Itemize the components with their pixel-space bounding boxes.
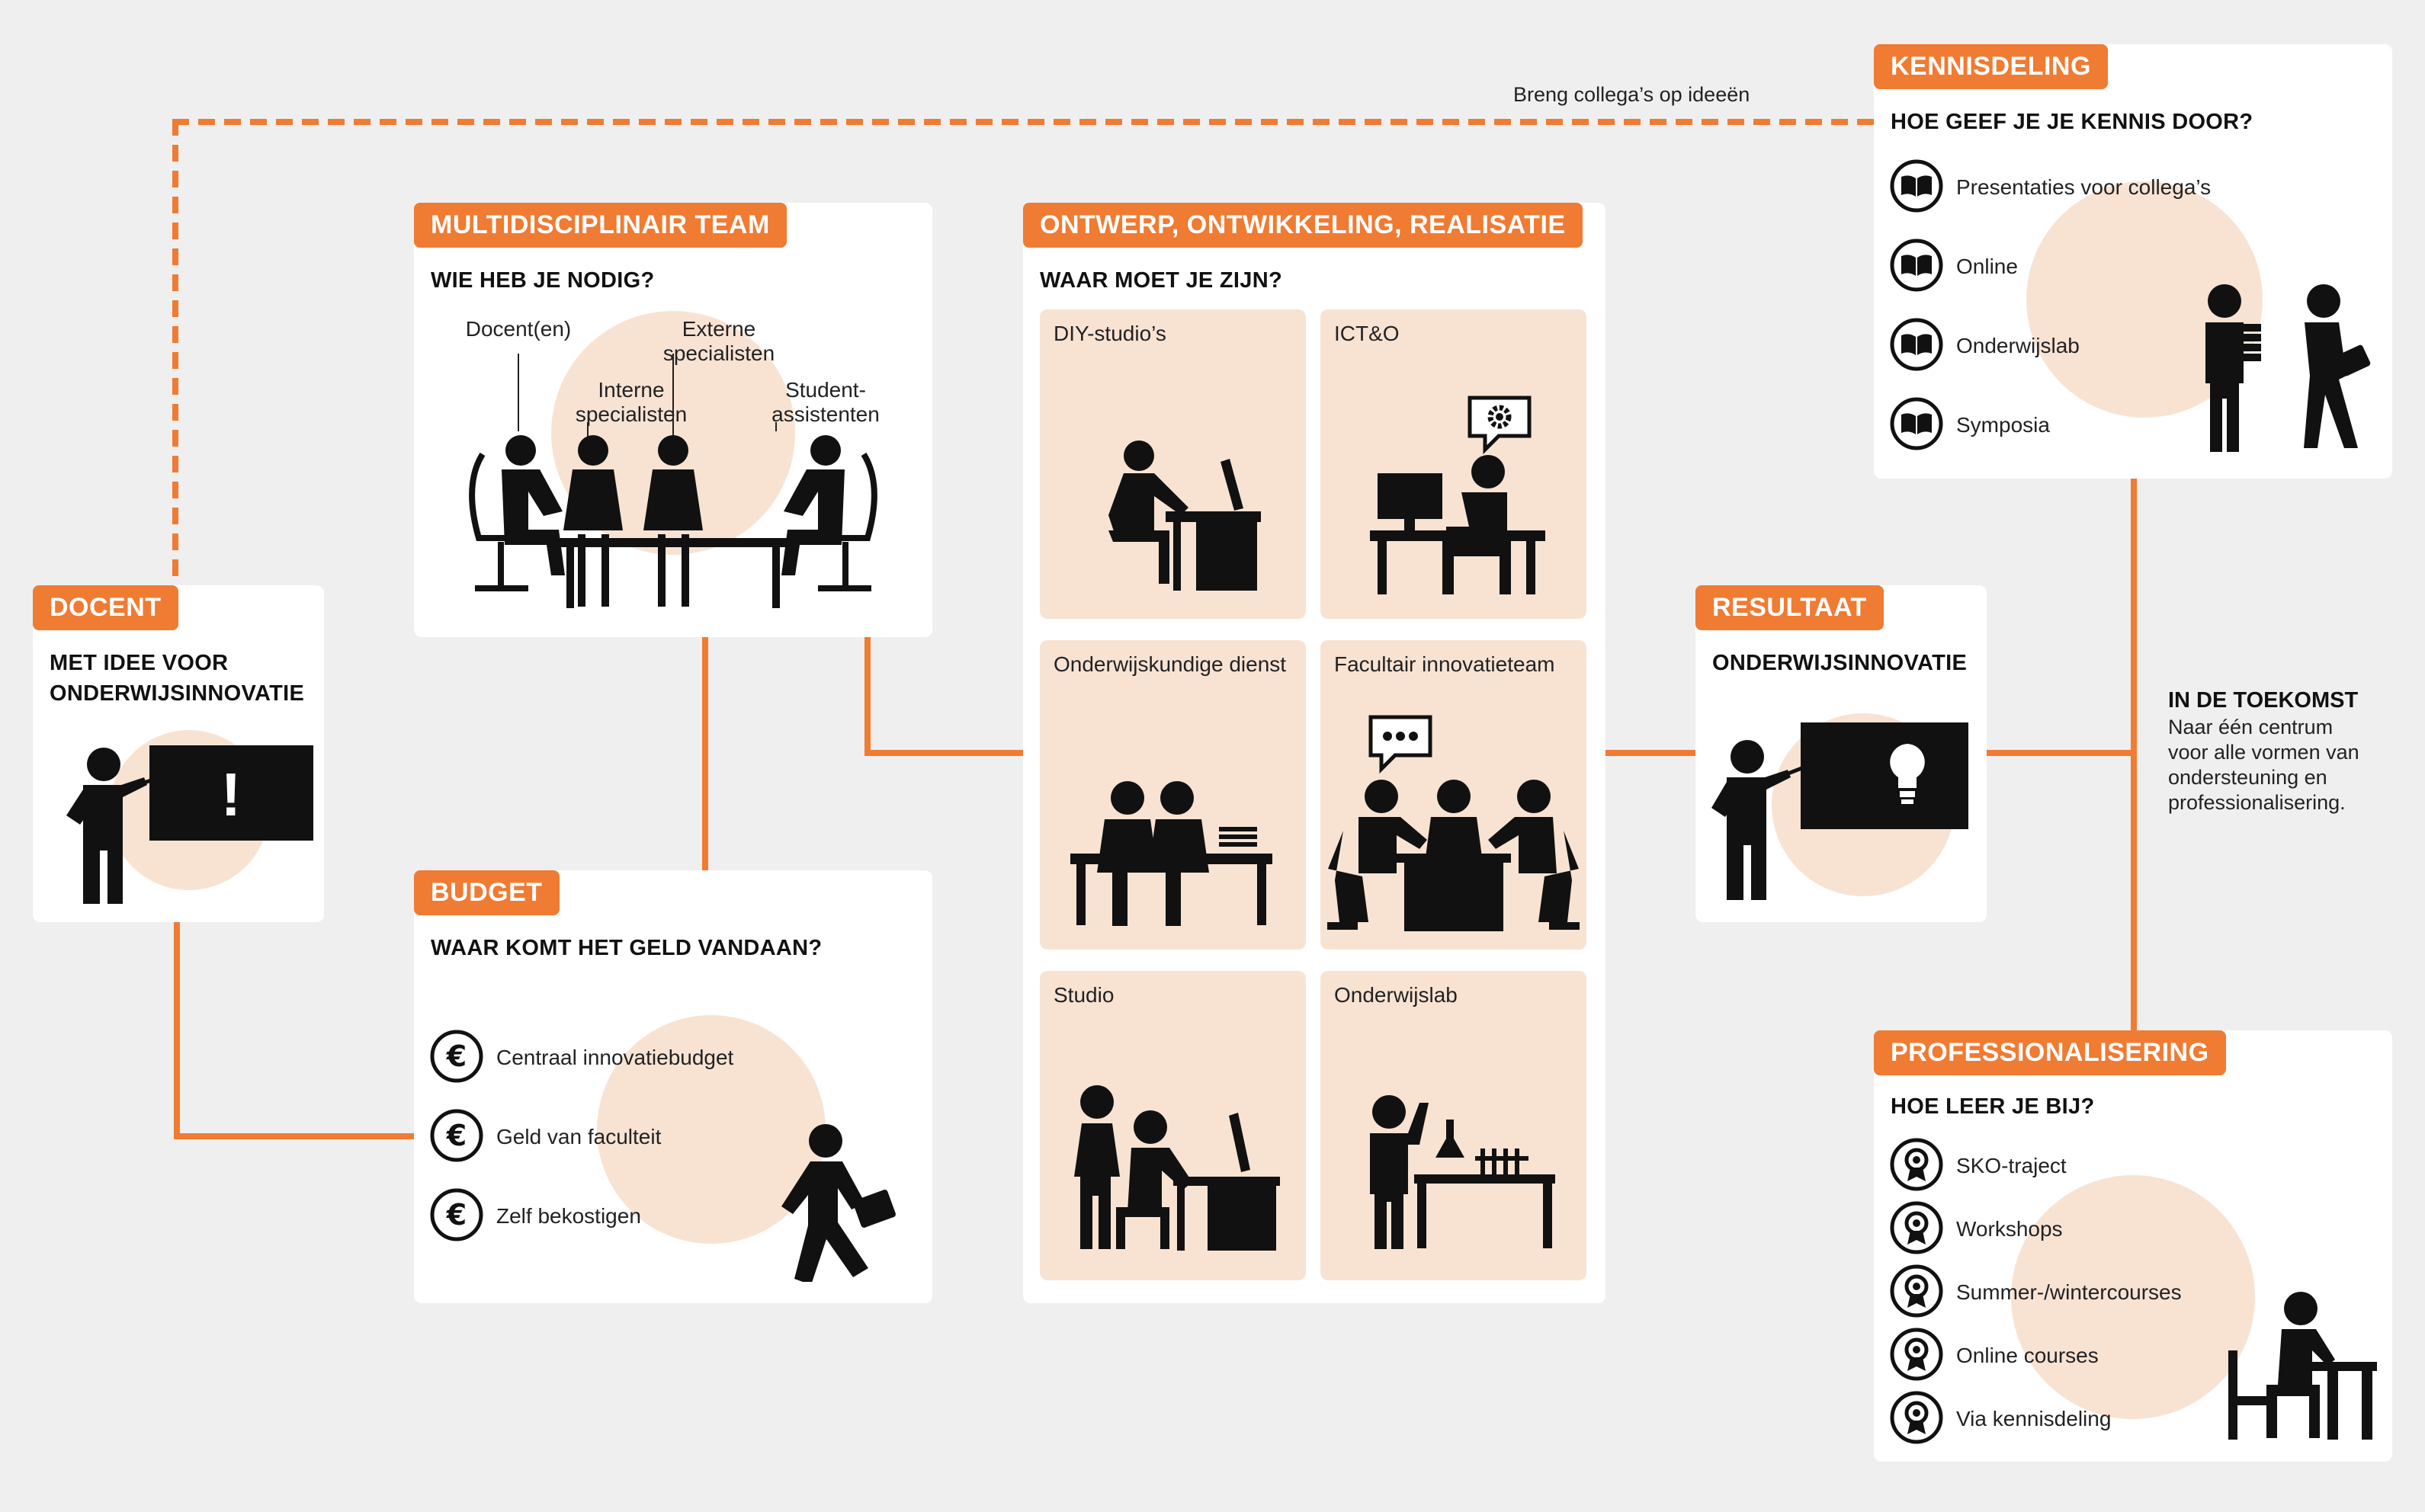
euro-icon: €	[430, 1030, 483, 1083]
budget-tag: BUDGET	[414, 870, 560, 915]
professionalisering-blob	[2011, 1175, 2255, 1419]
student-at-desk-icon	[2228, 1292, 2377, 1440]
medal-icon	[1890, 1328, 1943, 1381]
svg-text:€: €	[446, 1198, 467, 1232]
toekomst-line: voor alle vormen van	[2168, 741, 2359, 764]
toekomst-note: IN DE TOEKOMST Naar één centrum voor all…	[2168, 686, 2397, 815]
svg-text:€: €	[446, 1040, 467, 1073]
professionalisering-item-label: Online courses	[1956, 1344, 2099, 1367]
docent-tag: DOCENT	[33, 585, 178, 630]
person-at-desk-icon	[1370, 455, 1545, 594]
location-icto: ICT&O	[1320, 309, 1586, 619]
docent-card: MET IDEE VOOR ONDERWIJSINNOVATIE !	[33, 585, 324, 922]
location-label: ICT&O	[1334, 322, 1400, 345]
euro-icon: €	[430, 1188, 483, 1241]
ontwerp-resultaat-line	[1604, 750, 1695, 756]
teacher-with-board-icon: !	[66, 745, 313, 904]
medal-icon	[1890, 1391, 1943, 1444]
svg-text:!: !	[221, 761, 242, 828]
euro-icon: €	[430, 1109, 483, 1162]
kennisdeling-item-label: Presentaties voor collega’s	[1956, 175, 2212, 199]
two-people-at-desk-icon	[1070, 781, 1272, 926]
budget-card: WAAR KOMT HET GELD VANDAAN? € Centraal i…	[414, 870, 932, 1303]
toekomst-line: professionalisering.	[2168, 791, 2346, 814]
team-ontwerp-line-h	[864, 750, 1025, 756]
medal-icon	[1890, 1264, 1943, 1318]
meeting-table-icon	[469, 354, 877, 608]
toekomst-line: Naar één centrum	[2168, 716, 2334, 738]
feedback-label: Breng collega’s op ideeën	[1513, 83, 1750, 106]
ontwerp-question: WAAR MOET JE ZIJN?	[1040, 268, 1282, 293]
kennisdeling-item-label: Online	[1956, 255, 2018, 278]
location-studio: Studio	[1040, 971, 1306, 1280]
person-at-computer-icon	[1108, 440, 1261, 591]
location-label: Onderwijslab	[1334, 983, 1458, 1007]
ontwerp-tag: ONTWERP, ONTWIKKELING, REALISATIE	[1023, 203, 1583, 248]
team-tag: MULTIDISCIPLINAIR TEAM	[414, 203, 787, 248]
toekomst-title: IN DE TOEKOMST	[2168, 688, 2359, 713]
kennisdeling-item-label: Onderwijslab	[1956, 334, 2080, 357]
professionalisering-card: HOE LEER JE BIJ? SKO-traject Workshops S…	[1874, 1030, 2392, 1462]
professionalisering-item-label: Via kennisdeling	[1956, 1407, 2112, 1430]
location-onderwijskundige-dienst: Onderwijskundige dienst	[1040, 640, 1306, 950]
walking-person-briefcase-icon	[781, 1124, 896, 1282]
toekomst-line: ondersteuning en	[2168, 766, 2327, 789]
ontwerp-card: WAAR MOET JE ZIJN? DIY-studio’s ICT&O	[1023, 203, 1605, 1303]
location-onderwijslab: Onderwijslab	[1320, 971, 1586, 1280]
professionalisering-question: HOE LEER JE BIJ?	[1891, 1094, 2095, 1119]
kennisdeling-card: HOE GEEF JE JE KENNIS DOOR? Presentaties…	[1874, 44, 2392, 479]
location-label: Facultair innovatieteam	[1334, 652, 1555, 676]
book-icon	[1890, 397, 1943, 450]
medal-icon	[1890, 1138, 1943, 1191]
budget-question: WAAR KOMT HET GELD VANDAAN?	[431, 936, 823, 960]
team-role-studenten: Student-assistenten	[771, 378, 880, 426]
medal-icon	[1890, 1201, 1943, 1254]
kennisdeling-item-label: Symposia	[1956, 413, 2050, 437]
team-ontwerp-line-v	[864, 634, 871, 756]
resultaat-title: ONDERWIJSINNOVATIE	[1712, 651, 1968, 675]
people-carrying-books-icon	[2205, 284, 2371, 452]
location-label: DIY-studio’s	[1054, 322, 1166, 345]
professionalisering-item-label: SKO-traject	[1956, 1154, 2067, 1177]
location-label: Studio	[1054, 983, 1115, 1007]
studio-people-icon	[1074, 1085, 1280, 1251]
feedback-dashed-line-top	[172, 119, 1874, 125]
budget-item-label: Geld van faculteit	[496, 1125, 662, 1148]
feedback-dashed-line-left	[172, 119, 178, 585]
kennisdeling-question: HOE GEEF JE JE KENNIS DOOR?	[1891, 110, 2253, 134]
team-budget-line	[702, 634, 708, 872]
location-diy-studios: DIY-studio’s	[1040, 309, 1306, 619]
team-meeting-icon	[1327, 780, 1580, 931]
docent-title: MET IDEE VOOR ONDERWIJSINNOVATIE	[50, 651, 305, 706]
lab-scientist-icon	[1370, 1095, 1555, 1249]
kennisdeling-tag: KENNISDELING	[1874, 44, 2108, 89]
book-icon	[1890, 239, 1943, 292]
resultaat-right-line	[1984, 750, 2137, 756]
docent-budget-line-v	[174, 918, 180, 1139]
resultaat-card: ONDERWIJSINNOVATIE	[1695, 585, 1987, 922]
gear-speech-bubble-icon	[1468, 396, 1532, 454]
svg-text:€: €	[446, 1119, 467, 1152]
team-question: WIE HEB JE NODIG?	[431, 268, 655, 293]
location-facultair-innovatieteam: Facultair innovatieteam	[1320, 640, 1586, 950]
professionalisering-item-label: Workshops	[1956, 1217, 2063, 1241]
docent-budget-line-h	[174, 1133, 414, 1139]
book-icon	[1890, 318, 1943, 371]
team-role-docenten: Docent(en)	[465, 317, 572, 341]
budget-item-label: Zelf bekostigen	[496, 1204, 641, 1228]
professionalisering-item-label: Summer-/wintercourses	[1956, 1280, 2182, 1304]
budget-item-label: Centraal innovatiebudget	[496, 1046, 734, 1069]
professionalisering-tag: PROFESSIONALISERING	[1874, 1030, 2226, 1075]
chat-bubble-icon	[1368, 715, 1432, 774]
location-label: Onderwijskundige dienst	[1054, 652, 1287, 676]
kennis-prof-line	[2131, 477, 2137, 1030]
resultaat-tag: RESULTAAT	[1695, 585, 1884, 630]
book-icon	[1890, 159, 1943, 213]
teacher-lightbulb-icon	[1711, 722, 1968, 900]
